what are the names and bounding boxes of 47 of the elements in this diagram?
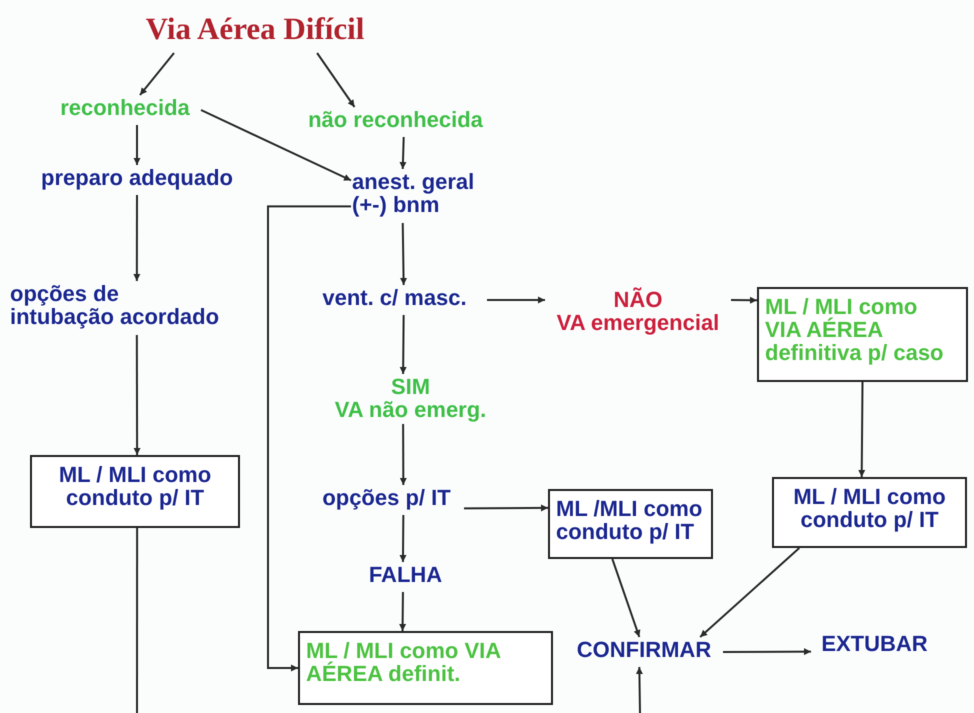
- arrow: [400, 424, 407, 485]
- arrow: [858, 382, 866, 478]
- title-text: Via Aérea Difícil: [144, 10, 366, 48]
- process-box: [772, 477, 967, 548]
- arrow: [730, 296, 758, 304]
- step-text: ML /MLI como conduto p/ IT: [556, 497, 704, 543]
- arrow: [134, 335, 141, 455]
- arrow: [400, 222, 408, 286]
- arrow: [400, 515, 406, 562]
- outcome-text: reconhecida: [59, 96, 191, 119]
- process-box: [548, 489, 713, 559]
- arrow: [316, 52, 356, 108]
- arrow: [267, 205, 351, 672]
- arrow: [723, 648, 811, 656]
- arrow: [700, 547, 800, 638]
- step-text: FALHA: [368, 563, 444, 586]
- arrow: [487, 296, 545, 304]
- step-text: ML / MLI como VIA AÉREA definit.: [306, 639, 502, 685]
- process-box: [30, 455, 240, 528]
- outcome-text: SIM: [390, 375, 432, 398]
- arrow: [399, 136, 406, 170]
- outcome-text: NÃO: [612, 288, 664, 311]
- outcome-text: VA não emerg.: [334, 398, 488, 421]
- arrow: [636, 666, 643, 713]
- step-text: opções p/ IT: [321, 486, 452, 509]
- step-text: EXTUBAR: [820, 632, 929, 655]
- step-text: ML / MLI como conduto p/ IT: [792, 485, 947, 531]
- outcome-text: VA emergencial: [556, 311, 720, 334]
- arrow: [464, 504, 548, 512]
- arrow: [400, 314, 407, 374]
- process-box: [757, 287, 968, 382]
- step-text: vent. c/ masc.: [321, 286, 468, 309]
- step-text: anest. geral (+-) bnm: [352, 170, 476, 216]
- process-box: [298, 631, 553, 705]
- arrow: [133, 195, 140, 281]
- step-text: CONFIRMAR: [576, 638, 712, 661]
- step-text: opções de intubação acordado: [10, 282, 220, 328]
- arrow: [200, 109, 352, 182]
- step-text: preparo adequado: [40, 166, 234, 189]
- connector-line: [136, 528, 138, 713]
- arrow: [139, 52, 175, 96]
- arrow: [611, 558, 640, 638]
- step-text: ML / MLI como VIA AÉREA definitiva p/ caso: [765, 295, 944, 364]
- arrow: [134, 125, 140, 165]
- arrow: [399, 592, 406, 632]
- step-text: ML / MLI como conduto p/ IT: [58, 463, 212, 509]
- outcome-text: não reconhecida: [307, 108, 484, 131]
